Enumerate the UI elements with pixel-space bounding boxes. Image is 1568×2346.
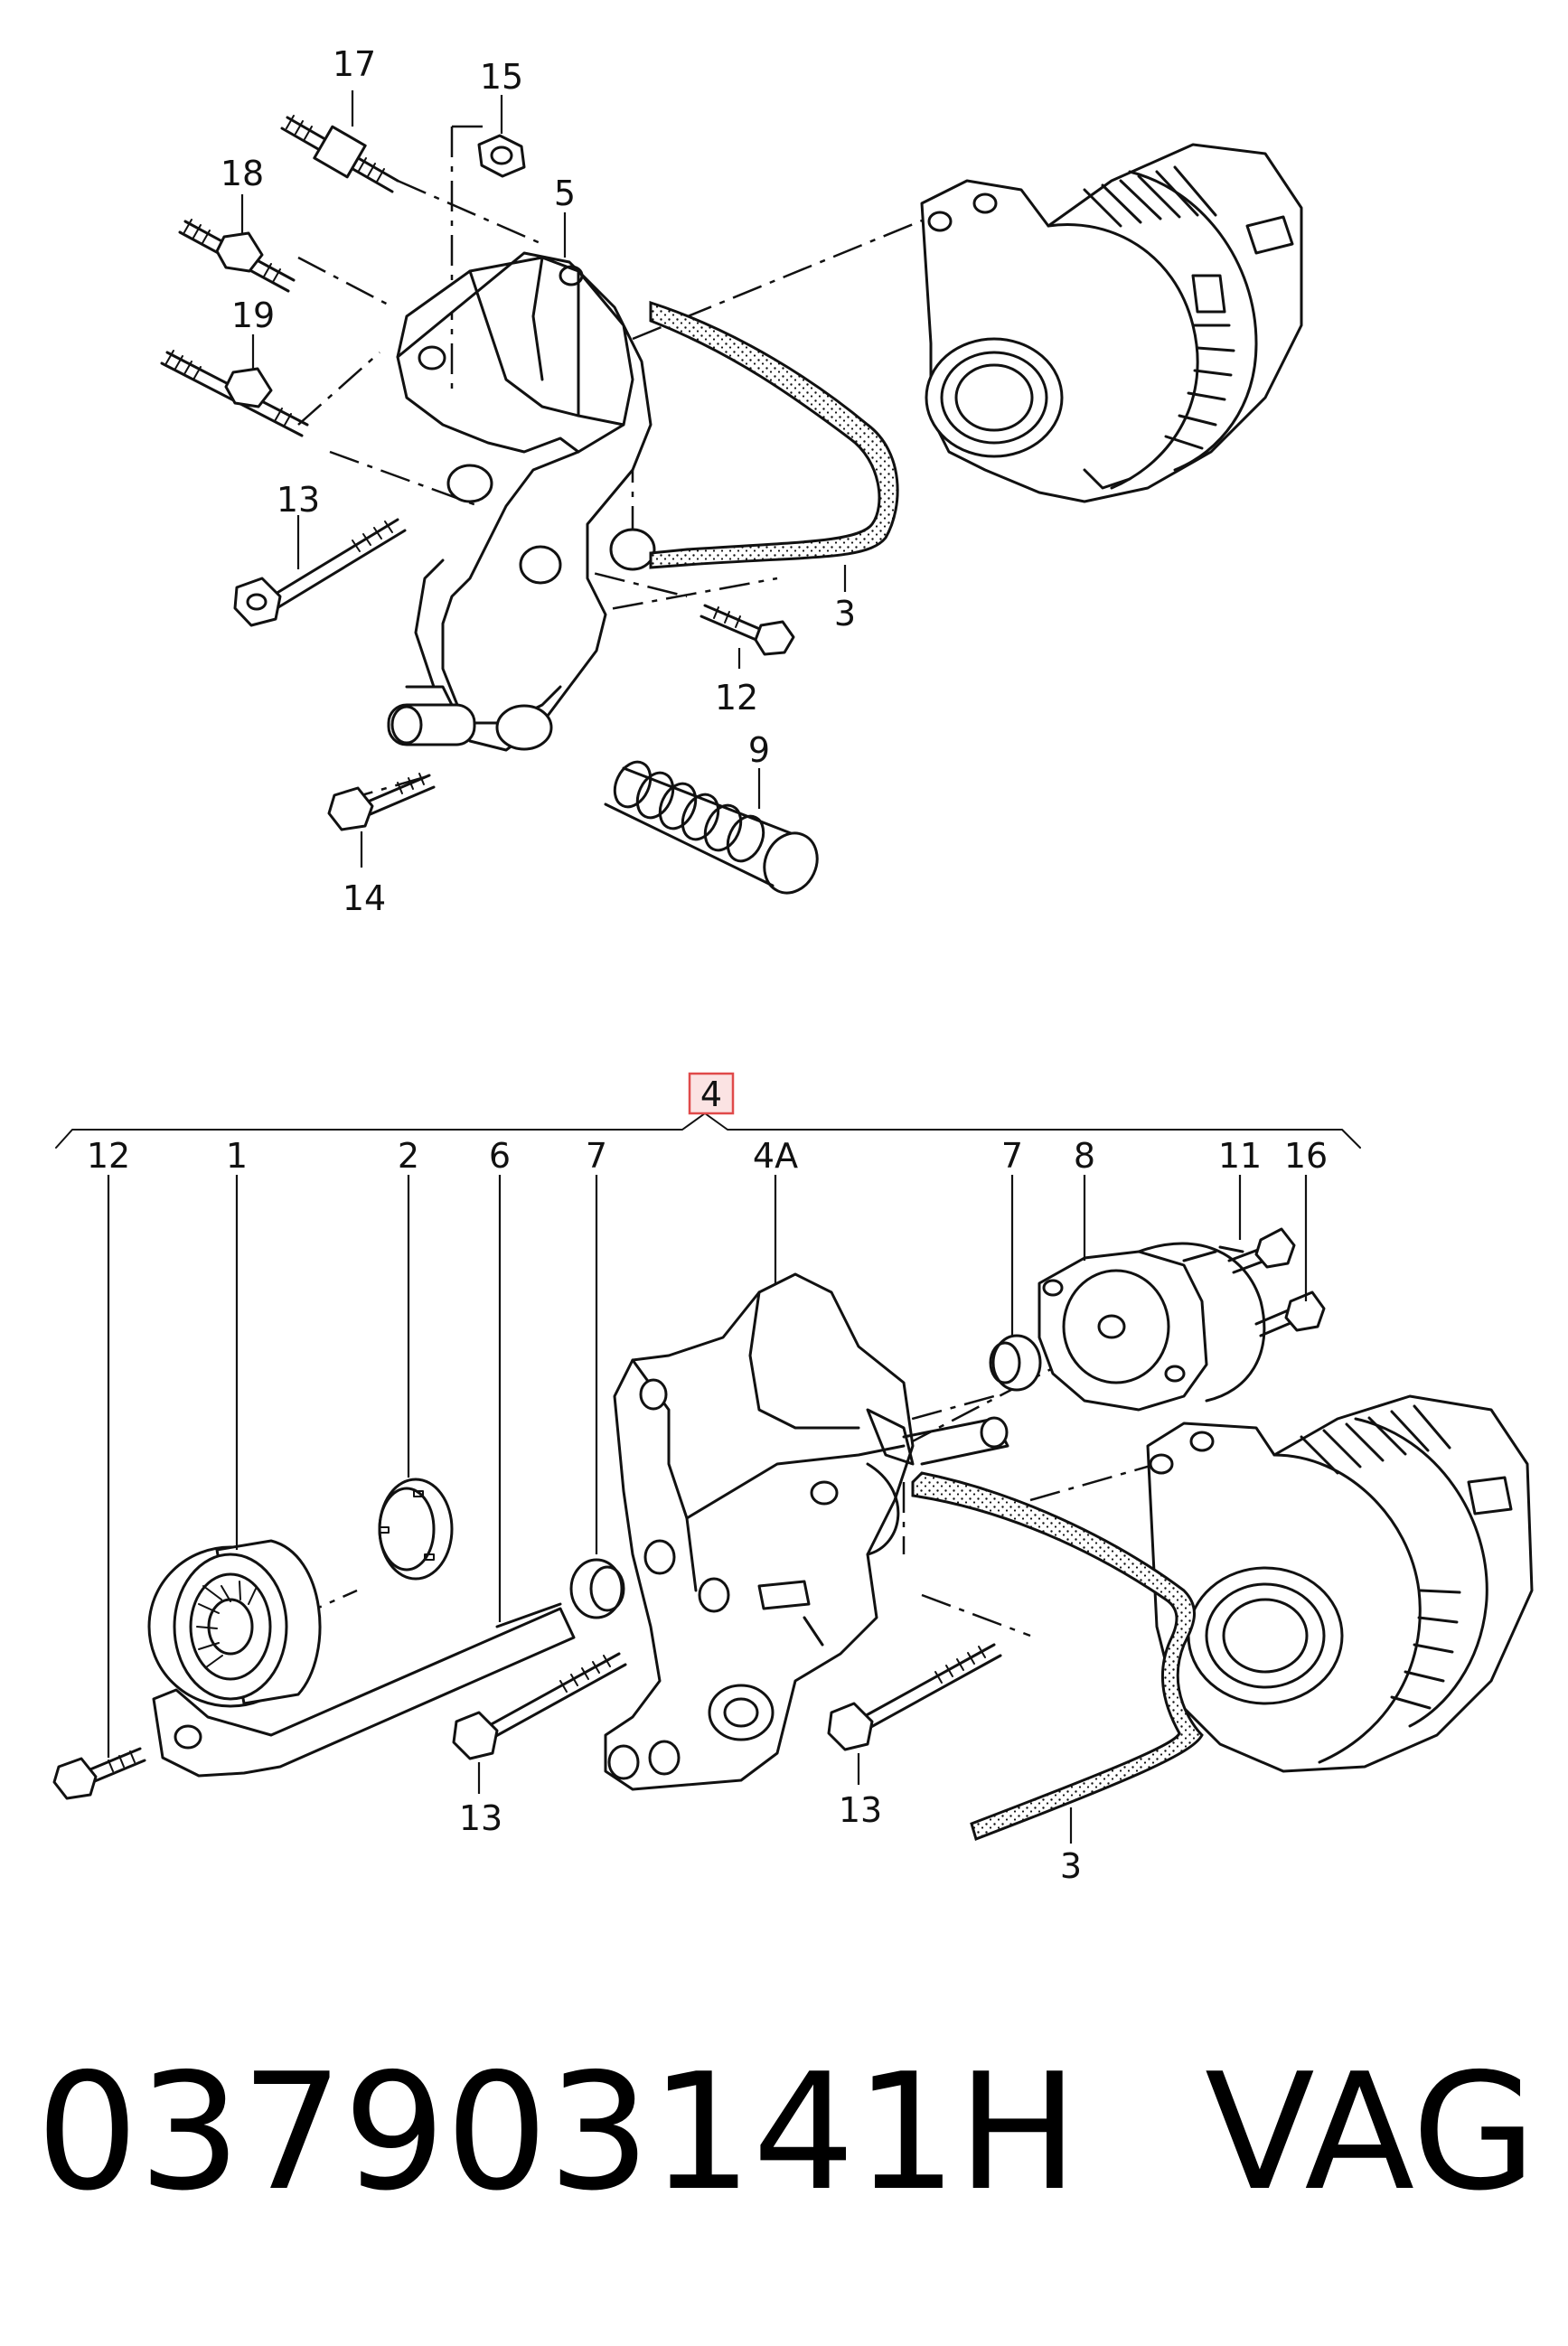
alternator-bottom — [1146, 1394, 1534, 1773]
callout-7-left: 7 — [586, 1136, 607, 1176]
assembly-bracket: 4 — [55, 1072, 1361, 1149]
nut-15 — [477, 134, 526, 178]
top-assembly-view: 17 15 18 5 19 13 3 12 9 14 — [160, 44, 1303, 918]
bolt-13-bottom-left — [452, 1652, 627, 1760]
callout-17: 17 — [333, 44, 376, 84]
screw-11 — [1227, 1227, 1296, 1274]
top-callout-leaders — [240, 90, 847, 868]
callout-4A: 4A — [753, 1136, 798, 1176]
callout-11: 11 — [1218, 1136, 1262, 1176]
idler-pulley-1 — [147, 1539, 322, 1708]
part-number-footer: 037903141H VAG — [36, 2033, 1536, 2232]
alternator-top — [920, 143, 1303, 503]
bolt-13-bottom-right — [827, 1643, 1002, 1751]
damper-8 — [1038, 1242, 1266, 1412]
callout-9: 9 — [748, 730, 770, 770]
callout-4: 4 — [700, 1074, 722, 1114]
v-belt-3-top — [649, 300, 899, 569]
spacer-6 — [495, 1602, 562, 1628]
pulley-cover-2 — [378, 1478, 454, 1581]
bolt-12-top — [699, 604, 795, 656]
callout-1: 1 — [226, 1136, 248, 1176]
bushing-7-left — [569, 1558, 625, 1619]
callout-14: 14 — [343, 878, 386, 918]
callout-12-bottom: 12 — [87, 1136, 130, 1176]
callout-7-right: 7 — [1001, 1136, 1023, 1176]
callout-6: 6 — [489, 1136, 511, 1176]
callout-5: 5 — [554, 174, 576, 213]
bolt-12-bottom — [52, 1747, 146, 1800]
part-number: 037903141H — [36, 2039, 1079, 2226]
top-callout-labels: 17 15 18 5 19 13 3 12 9 14 — [221, 44, 856, 918]
callout-3-top: 3 — [834, 594, 856, 633]
callout-19: 19 — [231, 296, 275, 335]
callout-2: 2 — [398, 1136, 419, 1176]
callout-15: 15 — [480, 57, 523, 97]
alternator-bracket-5 — [387, 251, 656, 752]
callout-8: 8 — [1074, 1136, 1095, 1176]
bottom-callout-labels: 12 1 2 6 7 4A 7 8 11 16 13 13 3 — [87, 1136, 1328, 1886]
callout-13-bottom-left: 13 — [459, 1798, 502, 1838]
stud-18 — [178, 219, 296, 293]
brand-name: VAG — [1205, 2039, 1536, 2226]
callout-3-bottom: 3 — [1060, 1846, 1082, 1886]
bracket-4A — [604, 1272, 1009, 1791]
bushing-7-right — [989, 1334, 1042, 1392]
bottom-callout-leaders — [107, 1175, 1308, 1844]
assembly-label-box — [688, 1072, 735, 1115]
callout-16: 16 — [1284, 1136, 1328, 1176]
bolt-13-top — [233, 518, 407, 627]
tensioner-arm-6 — [152, 1607, 576, 1778]
stud-19 — [160, 350, 309, 437]
callout-13-bottom-right: 13 — [839, 1790, 882, 1830]
stud-17 — [280, 115, 399, 193]
screw-16 — [1254, 1290, 1326, 1337]
spring-9 — [604, 760, 819, 895]
bolt-14 — [327, 773, 436, 831]
callout-13-top: 13 — [277, 480, 320, 520]
callout-12-top: 12 — [715, 678, 758, 718]
v-belt-3-bottom — [911, 1471, 1204, 1841]
callout-18: 18 — [221, 154, 264, 193]
bottom-assembly-view: 4 — [52, 1072, 1534, 1886]
